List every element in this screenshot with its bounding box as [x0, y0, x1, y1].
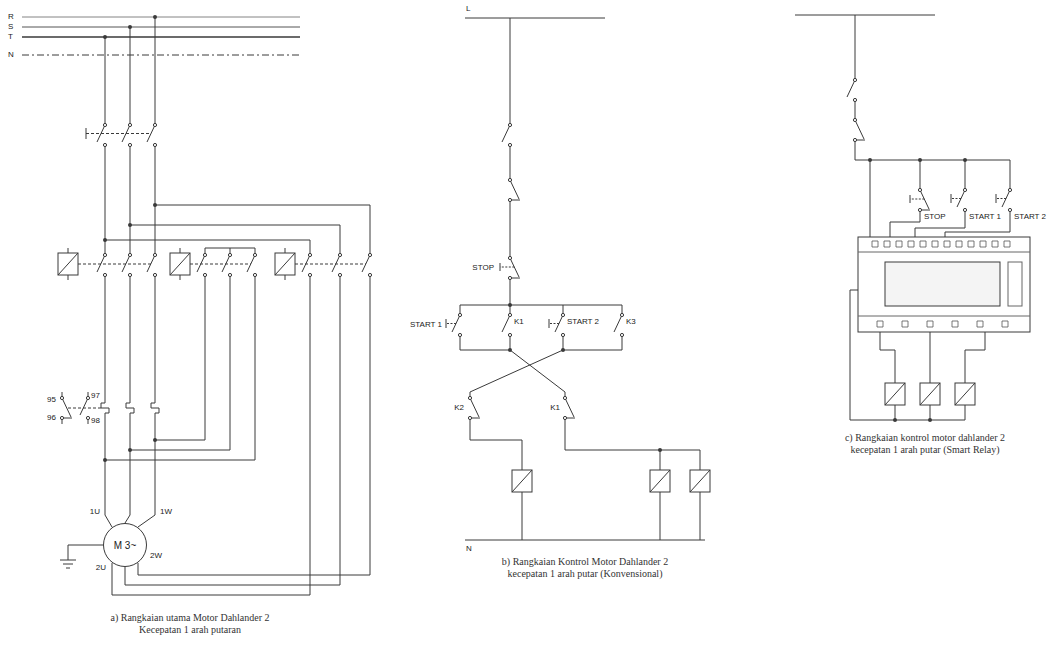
holding-contact	[614, 313, 624, 336]
breaker-handle	[86, 128, 87, 139]
terminal-name: 1W	[160, 508, 172, 517]
interlock-contact	[563, 396, 575, 419]
contactor-coil	[955, 383, 975, 405]
line-name: N	[466, 545, 472, 554]
busbar	[22, 36, 300, 38]
motor-circle: M 3~	[103, 523, 147, 567]
terminal-name: 2W	[150, 552, 162, 561]
interlock-contact	[468, 396, 480, 419]
smart-relay-keys	[1008, 262, 1022, 306]
figure-caption: c) Rangkaian kontrol motor dahlander 2 k…	[830, 432, 1020, 456]
contact-name: K1	[514, 318, 524, 327]
contactor-contact	[247, 253, 257, 276]
contactor-coil	[170, 253, 190, 275]
overload-contact	[853, 118, 865, 141]
switch-name: STOP	[472, 264, 494, 273]
start-button	[446, 313, 462, 336]
stop-button	[910, 188, 930, 211]
contactor-contact	[122, 253, 132, 276]
overload-relay	[101, 398, 109, 418]
contactor-contact	[147, 253, 157, 276]
terminal-name: 2U	[96, 564, 106, 573]
start-button	[996, 188, 1012, 211]
neutral-bus	[22, 55, 300, 56]
contactor-contact	[222, 253, 232, 276]
contactor-coil	[690, 470, 710, 492]
terminal-number: 95	[47, 396, 56, 405]
contact-name: K1	[550, 404, 560, 413]
switch-name: START 2	[1014, 213, 1046, 222]
terminal-number: 98	[91, 417, 100, 426]
auxiliary-contact	[80, 396, 90, 419]
contactor-coil	[58, 253, 78, 275]
contactor-contact	[302, 253, 312, 276]
start-button	[951, 188, 967, 211]
contact-name: K3	[626, 318, 636, 327]
contact-name: K2	[454, 404, 464, 413]
line-name: N	[8, 51, 14, 60]
breaker-contact	[847, 78, 857, 101]
smart-relay-strip	[858, 252, 1030, 316]
mechanical-linkage	[66, 134, 366, 409]
node-text: M 3~	[114, 540, 137, 551]
contactor-coil	[275, 253, 295, 275]
contactor-contact	[97, 253, 107, 276]
line-name: S	[8, 23, 13, 32]
smart-relay-body	[858, 237, 1030, 332]
power-wire	[60, 17, 370, 595]
breaker-contact	[122, 123, 132, 146]
switch-name: START 1	[969, 213, 1001, 222]
switch-name: STOP	[924, 213, 946, 222]
switch-name: START 2	[567, 318, 599, 327]
contactor-contact	[197, 253, 207, 276]
breaker-contact	[502, 123, 512, 146]
contactor-contact	[362, 253, 372, 276]
figure-caption: b) Rangkaian Kontrol Motor Dahlander 2 k…	[483, 556, 688, 580]
contactor-coil	[512, 470, 532, 492]
contactor-coil	[650, 470, 670, 492]
line-name: L	[466, 5, 470, 14]
line-name: T	[8, 33, 13, 42]
terminal-number: 96	[47, 414, 56, 423]
schematic-lines	[22, 15, 1030, 595]
line-name: R	[8, 13, 14, 22]
holding-contact	[502, 313, 512, 336]
junction-dots	[103, 15, 157, 462]
smart-relay-display	[885, 262, 1000, 306]
control-wire	[795, 15, 1010, 420]
terminal-name: 1U	[90, 508, 100, 517]
overload-relay	[126, 398, 134, 418]
contactor-coil	[885, 383, 905, 405]
junction-dots	[508, 303, 662, 452]
smart-relay-terminals	[872, 241, 1010, 327]
figure-caption: a) Rangkaian utama Motor Dahlander 2 Kec…	[98, 612, 283, 636]
terminal-number: 97	[91, 392, 100, 401]
control-wire	[460, 18, 705, 540]
stop-button	[500, 256, 520, 279]
breaker-contact	[97, 123, 107, 146]
breaker-contact	[147, 123, 157, 146]
overload-relay	[151, 398, 159, 418]
auxiliary-contact	[60, 396, 72, 419]
overload-contact	[508, 178, 520, 201]
busbar	[22, 17, 300, 18]
junction-dots	[868, 158, 967, 422]
busbar	[22, 27, 300, 28]
contactor-contact	[332, 253, 342, 276]
contactor-coil	[920, 383, 940, 405]
switch-name: START 1	[410, 321, 442, 330]
start-button	[549, 313, 565, 336]
